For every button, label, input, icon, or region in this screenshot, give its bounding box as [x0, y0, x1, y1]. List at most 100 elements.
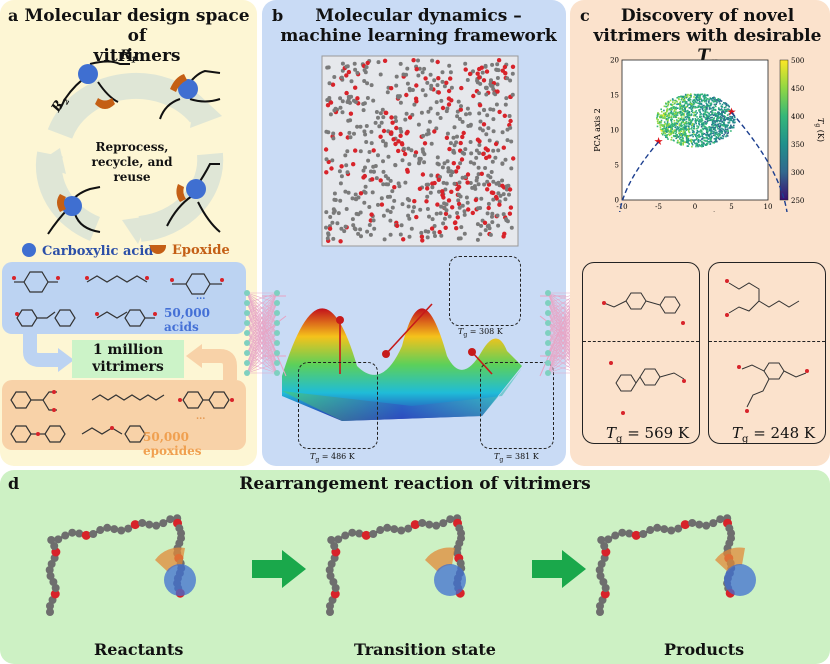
- scatter-point: [704, 107, 707, 109]
- scatter-point: [690, 102, 693, 105]
- scatter-point: [731, 110, 733, 112]
- scatter-point: [672, 113, 675, 116]
- scatter-point: [705, 134, 707, 136]
- panel-b-title: Molecular dynamics – machine learning fr…: [276, 6, 561, 46]
- scatter-point: [661, 114, 663, 116]
- scatter-point: [670, 123, 673, 126]
- scatter-point: [699, 116, 702, 118]
- scatter-point: [672, 103, 674, 106]
- scatter-point: [707, 130, 709, 133]
- scatter-point: [708, 108, 711, 110]
- scatter-point: [732, 126, 735, 129]
- scatter-point: [683, 100, 686, 103]
- scatter-point: [679, 133, 681, 135]
- colorbar-label: Tg (K): [814, 118, 825, 142]
- scatter-point: [692, 111, 694, 114]
- scatter-point: [683, 114, 685, 117]
- scatter-point: [662, 117, 664, 119]
- scatter-point: [705, 123, 707, 125]
- acids-box: ... 50,000 acids: [2, 262, 246, 334]
- scatter-point: [664, 116, 666, 119]
- molecule-ball-stick: [325, 514, 466, 616]
- scatter-point: [686, 135, 689, 138]
- scatter-point: [693, 139, 696, 142]
- scatter-point: [690, 138, 692, 141]
- tg-381-molecule-box: [480, 362, 554, 449]
- scatter-point: [665, 103, 667, 105]
- scatter-point: [687, 135, 690, 137]
- scatter-point: [719, 128, 721, 130]
- scatter-point: [668, 116, 670, 119]
- scatter-point: [695, 145, 697, 148]
- scatter-point: [670, 118, 672, 121]
- x-tick-label: -5: [655, 203, 662, 211]
- scatter-point: [724, 126, 727, 129]
- molecule-ball-stick: [595, 514, 756, 616]
- scatter-point: [729, 115, 731, 118]
- scatter-point: [699, 100, 701, 103]
- scatter-point: [691, 143, 694, 146]
- scatter-point: [697, 139, 699, 142]
- scatter-point: [707, 94, 709, 97]
- scatter-point: [726, 128, 729, 130]
- scatter-point: [705, 128, 708, 130]
- scatter-point: [668, 114, 671, 117]
- scatter-point: [709, 136, 711, 139]
- scatter-point: [712, 132, 715, 134]
- scatter-point: [681, 104, 683, 107]
- scatter-point: [713, 100, 715, 102]
- scatter-point: [695, 136, 698, 138]
- scatter-point: [705, 94, 708, 97]
- scatter-point: [700, 131, 702, 134]
- tg-486-label: Tg = 486 K: [310, 452, 355, 464]
- scatter-point: [712, 118, 715, 121]
- scatter-point: [695, 119, 697, 122]
- colorbar-tick: 250: [791, 197, 804, 205]
- scatter-point: [676, 128, 678, 131]
- scatter-point: [677, 111, 679, 114]
- scatter-point: [732, 121, 734, 124]
- scatter-point: [676, 141, 679, 144]
- scatter-point: [675, 137, 677, 140]
- scatter-point: [664, 123, 666, 125]
- scatter-point: [670, 131, 672, 133]
- scatter-point: [667, 103, 670, 106]
- scatter-point: [683, 113, 686, 115]
- scatter-point: [695, 101, 698, 104]
- scatter-point: [730, 130, 732, 132]
- scatter-point: [703, 123, 705, 126]
- scatter-point: [691, 142, 693, 145]
- epoxide-structures-illustration: [10, 390, 234, 443]
- scatter-point: [709, 104, 711, 107]
- scatter-point: [696, 93, 699, 96]
- scatter-point: [703, 98, 706, 101]
- scatter-point: [717, 111, 719, 113]
- scatter-point: [712, 141, 714, 144]
- acid-circle-icon: [22, 243, 36, 257]
- x-tick-label: -10: [616, 203, 627, 211]
- scatter-point: [701, 138, 703, 140]
- scatter-point: [679, 110, 681, 113]
- scatter-point: [689, 101, 692, 103]
- scatter-point: [711, 110, 713, 112]
- scatter-point: [675, 134, 678, 136]
- scatter-point: [660, 116, 662, 119]
- scatter-point: [675, 132, 677, 135]
- y-tick-label: 5: [615, 162, 619, 170]
- scatter-point: [695, 133, 697, 136]
- scatter-point: [661, 110, 663, 113]
- scatter-point: [719, 133, 721, 136]
- scatter-point: [715, 140, 718, 143]
- scatter-point: [714, 121, 717, 123]
- scatter-point: [722, 128, 725, 131]
- scatter-point: [691, 145, 693, 148]
- legend-epoxide: Epoxide: [150, 243, 230, 258]
- scatter-point: [684, 96, 686, 99]
- merge-arrows: [23, 330, 237, 380]
- scatter-point: [706, 117, 708, 119]
- scatter-point: [704, 105, 706, 108]
- scatter-point: [709, 119, 711, 122]
- scatter-point: [729, 109, 732, 112]
- scatter-point: [706, 108, 708, 111]
- scatter-point: [726, 130, 729, 132]
